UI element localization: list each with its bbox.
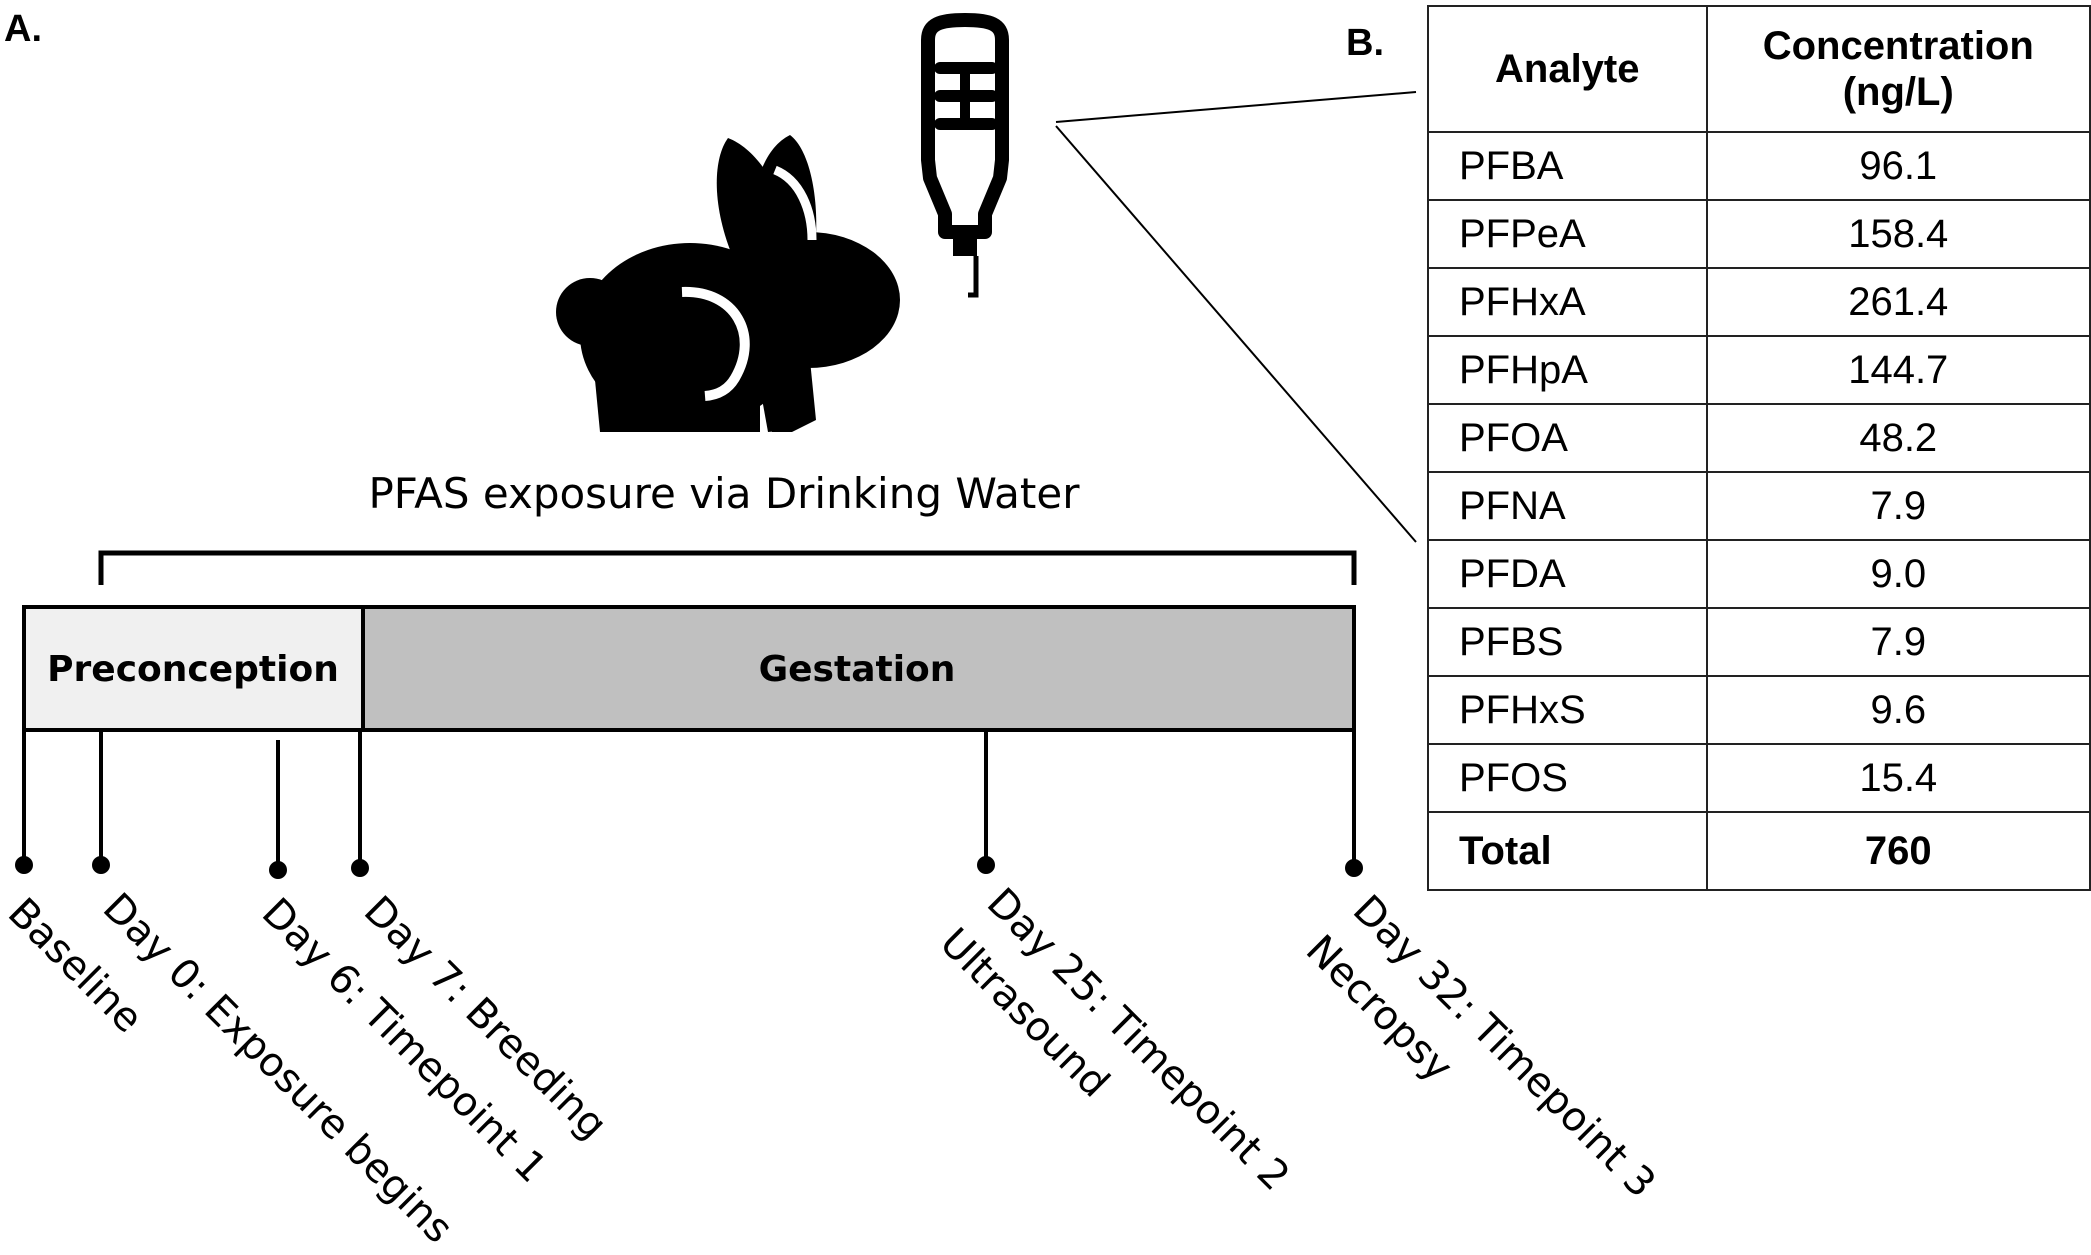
- analyte-cell: PFDA: [1427, 539, 1708, 609]
- exposure-bracket: [98, 550, 1357, 585]
- header-analyte: Analyte: [1427, 5, 1708, 133]
- header-concentration-line1: Concentration: [1762, 24, 2034, 68]
- rabbit-icon: [556, 135, 900, 432]
- analyte-cell: PFHpA: [1427, 335, 1708, 405]
- tick-dot-day7: [351, 859, 369, 877]
- timeline-bar: Preconception Gestation: [22, 605, 1356, 732]
- tick-dot-day0: [92, 856, 110, 874]
- timeline-ticks: [15, 730, 1363, 879]
- panel-a-label: A.: [4, 8, 42, 50]
- analyte-cell: PFOS: [1427, 743, 1708, 813]
- concentration-cell: 158.4: [1705, 199, 2091, 269]
- analyte-cell: PFHxS: [1427, 675, 1708, 745]
- water-bottle-icon: [921, 13, 1009, 298]
- exposure-caption: PFAS exposure via Drinking Water: [368, 469, 1080, 518]
- analyte-cell: PFBS: [1427, 607, 1708, 677]
- analyte-cell: PFOA: [1427, 403, 1708, 473]
- tick-dot-day25: [977, 856, 995, 874]
- concentration-cell: 48.2: [1705, 403, 2091, 473]
- concentration-cell: 144.7: [1705, 335, 2091, 405]
- total-label: Total: [1427, 811, 1708, 891]
- header-concentration-line2: (ng/L): [1842, 70, 1954, 114]
- concentration-cell: 15.4: [1705, 743, 2091, 813]
- concentration-cell: 7.9: [1705, 607, 2091, 677]
- phase-gestation-label: Gestation: [759, 649, 956, 690]
- panel-b-label: B.: [1346, 22, 1384, 64]
- table-header-row: Analyte Concentration (ng/L): [1427, 5, 2091, 133]
- concentration-cell: 261.4: [1705, 267, 2091, 337]
- tick-dot-day6: [269, 861, 287, 879]
- analyte-cell: PFHxA: [1427, 267, 1708, 337]
- analyte-cell: PFPeA: [1427, 199, 1708, 269]
- callout-line-bottom: [1055, 125, 1417, 543]
- tick-dot-day32: [1345, 859, 1363, 877]
- analyte-cell: PFBA: [1427, 131, 1708, 201]
- concentration-cell: 7.9: [1705, 471, 2091, 541]
- callout-line-top: [1055, 91, 1417, 123]
- header-concentration: Concentration (ng/L): [1705, 5, 2091, 133]
- concentration-cell: 96.1: [1705, 131, 2091, 201]
- concentration-cell: 9.0: [1705, 539, 2091, 609]
- tick-dot-baseline: [15, 856, 33, 874]
- total-value: 760: [1705, 811, 2091, 891]
- concentration-cell: 9.6: [1705, 675, 2091, 745]
- analyte-cell: PFNA: [1427, 471, 1708, 541]
- table-total-row: Total 760: [1427, 811, 2091, 891]
- phase-gestation: [361, 605, 1356, 732]
- phase-preconception-label: Preconception: [47, 649, 339, 690]
